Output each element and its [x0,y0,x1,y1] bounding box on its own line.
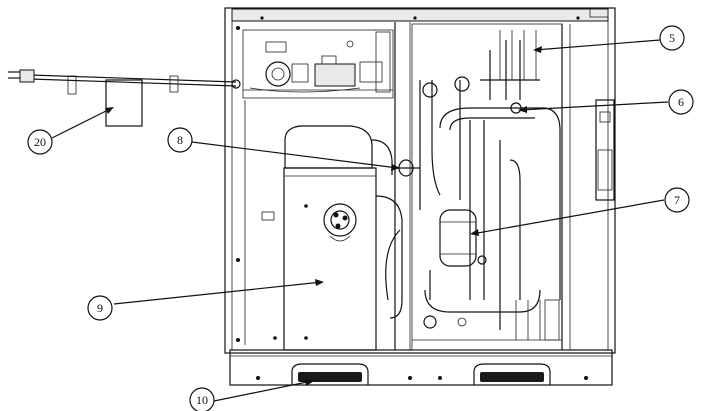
svg-text:6: 6 [678,95,684,109]
callout-6: 6 [668,89,694,115]
svg-text:20: 20 [34,135,46,149]
callout-10: 10 [189,387,215,411]
svg-text:5: 5 [669,31,675,45]
svg-text:10: 10 [196,393,208,407]
control-board [242,29,394,99]
cord-tag [105,79,143,127]
base-handle-left [291,363,369,385]
base-handle-right [473,363,551,385]
callout-7: 7 [664,187,690,213]
callout-8: 8 [167,127,193,153]
side-bracket [595,99,615,201]
refrigerant-piping [371,40,561,330]
leader-lines [51,39,669,402]
svg-text:7: 7 [674,193,680,207]
callout-5: 5 [659,25,685,51]
svg-text:8: 8 [177,133,183,147]
power-cord [8,69,241,95]
callout-20: 20 [27,129,53,155]
callout-9: 9 [87,295,113,321]
compressor [261,125,377,351]
expansion-valve [510,102,522,114]
filter-drier [439,209,487,267]
svg-text:9: 9 [97,301,103,315]
condenser-coil [411,23,571,351]
cabinet-frame [224,7,616,354]
base-pan [229,349,613,386]
